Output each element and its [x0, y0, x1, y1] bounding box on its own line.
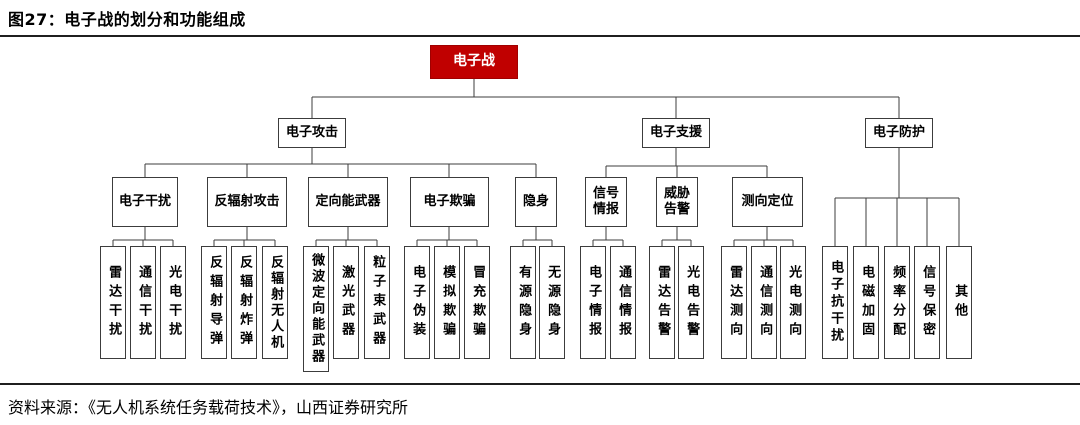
leaf-em-hardening: 电磁加固 [853, 246, 879, 359]
node-threat-warning: 威胁告警 [656, 177, 698, 227]
connector-direction-finding-group [733, 227, 794, 246]
leaf-radar-warning: 雷达告警 [649, 246, 675, 359]
leaf-electronic-intelligence: 电子情报 [580, 246, 606, 359]
leaf-radar-jamming: 雷达干扰 [100, 246, 126, 359]
connector-support-group [605, 148, 768, 177]
leaf-laser-weapon: 激光武器 [333, 246, 359, 359]
connector-sigint-group [592, 227, 624, 246]
connector-anti-radiation-group [213, 227, 276, 246]
node-anti-radiation-attack: 反辐射攻击 [207, 177, 287, 227]
connector-jamming-group [112, 227, 174, 246]
leaf-radar-df: 雷达测向 [721, 246, 747, 359]
node-electronic-attack: 电子攻击 [278, 118, 346, 148]
leaf-eo-df: 光电测向 [780, 246, 806, 359]
node-electronic-warfare: 电子战 [430, 45, 518, 79]
leaf-comm-df: 通信测向 [751, 246, 777, 359]
node-signal-intelligence: 信号情报 [585, 177, 627, 227]
leaf-impersonation-deception: 冒充欺骗 [464, 246, 490, 359]
leaf-electronic-anti-jamming: 电子抗干扰 [822, 246, 848, 359]
leaf-active-stealth: 有源隐身 [510, 246, 536, 359]
connector-deception-group [416, 227, 478, 246]
figure-title: 图27：电子战的划分和功能组成 [8, 10, 246, 29]
node-electronic-deception: 电子欺骗 [410, 177, 489, 227]
leaf-particle-beam-weapon: 粒子束武器 [364, 246, 390, 359]
connector-root [311, 79, 900, 118]
leaf-comm-jamming: 通信干扰 [130, 246, 156, 359]
leaf-anti-radiation-bomb: 反辐射炸弹 [231, 246, 257, 359]
bottom-divider [0, 383, 1080, 385]
connector-stealth-group [522, 227, 553, 246]
leaf-passive-stealth: 无源隐身 [539, 246, 565, 359]
leaf-other: 其他 [946, 246, 972, 359]
connector-protection-group [834, 148, 960, 246]
node-direction-finding: 测向定位 [732, 177, 803, 227]
connector-threat-warning-group [661, 227, 692, 246]
leaf-frequency-allocation: 频率分配 [884, 246, 910, 359]
leaf-simulation-deception: 模拟欺骗 [434, 246, 460, 359]
leaf-eo-warning: 光电告警 [678, 246, 704, 359]
leaf-electro-optical-jamming: 光电干扰 [160, 246, 186, 359]
top-divider [0, 35, 1080, 37]
leaf-signal-security: 信号保密 [914, 246, 940, 359]
node-electronic-jamming: 电子干扰 [112, 177, 178, 227]
leaf-anti-radiation-uav: 反辐射无人机 [262, 246, 288, 359]
leaf-microwave-dew: 微波定向能武器 [303, 246, 329, 372]
source-note: 资料来源：《无人机系统任务载荷技术》，山西证券研究所 [8, 398, 409, 417]
leaf-electronic-camouflage: 电子伪装 [404, 246, 430, 359]
node-directed-energy-weapon: 定向能武器 [308, 177, 388, 227]
leaf-anti-radiation-missile: 反辐射导弹 [201, 246, 227, 359]
leaf-comm-intelligence: 通信情报 [610, 246, 636, 359]
node-electronic-protection: 电子防护 [865, 118, 933, 148]
connector-directed-energy-group [315, 227, 378, 246]
node-electronic-support: 电子支援 [642, 118, 710, 148]
connector-attack-group [144, 148, 537, 177]
node-stealth: 隐身 [515, 177, 557, 227]
